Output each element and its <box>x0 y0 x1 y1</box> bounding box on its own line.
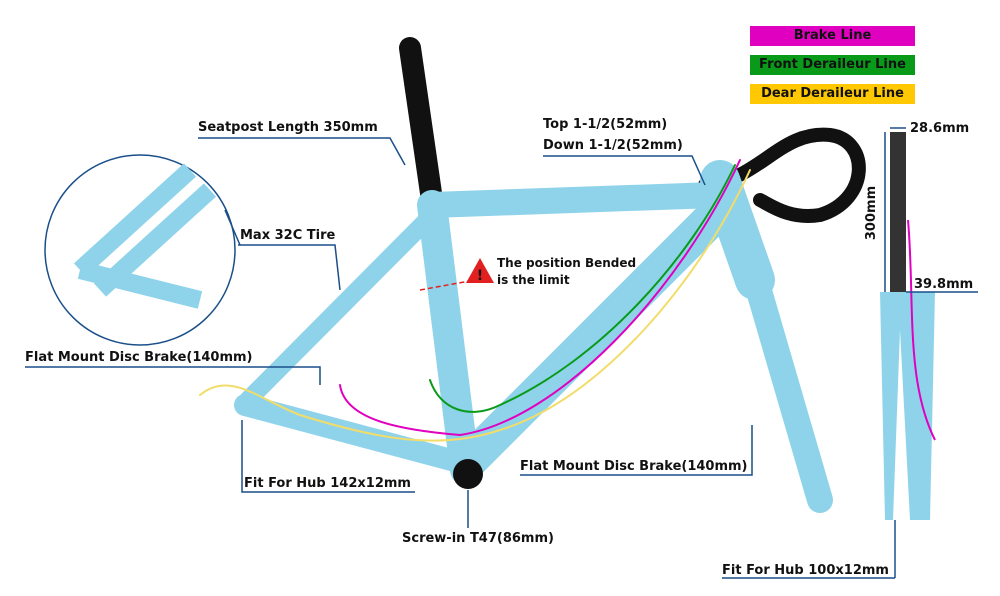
legend-brake-line: Brake Line <box>750 26 915 46</box>
tire-clearance-label: Max 32C Tire <box>240 228 336 243</box>
front-hub-label: Fit For Hub 100x12mm <box>722 563 889 578</box>
front-fork <box>737 247 833 513</box>
svg-text:!: ! <box>477 268 483 284</box>
legend-rear-derailleur-line: Dear Deraileur Line <box>750 84 915 104</box>
top-tube <box>419 182 728 218</box>
legend-front-derailleur-line: Front Deraileur Line <box>750 55 915 75</box>
headtube-down-label: Down 1-1/2(52mm) <box>543 138 683 153</box>
headtube-top-label: Top 1-1/2(52mm) <box>543 117 668 132</box>
warning-icon: ! <box>466 258 494 284</box>
steerer-length: 300mm <box>864 185 880 241</box>
seatstay <box>239 206 441 409</box>
bottom-bracket-label: Screw-in T47(86mm) <box>402 531 554 546</box>
rear-brake-label: Flat Mount Disc Brake(140mm) <box>25 350 253 365</box>
seat-tube <box>417 190 480 485</box>
steerer-top-diameter: 28.6mm <box>910 121 970 136</box>
fork-detail <box>722 127 978 579</box>
rear-detail-circle <box>44 154 241 346</box>
leader-lines <box>25 137 753 528</box>
warning-line2: is the limit <box>497 273 570 287</box>
seatpost-label: Seatpost Length 350mm <box>198 120 378 135</box>
warning-line1: The position Bended <box>497 256 637 270</box>
bottom-bracket <box>453 459 483 489</box>
front-brake-label: Flat Mount Disc Brake(140mm) <box>520 459 748 474</box>
seatpost <box>399 37 443 211</box>
bike-frame <box>199 37 866 513</box>
chainstay <box>234 394 481 476</box>
rear-hub-label: Fit For Hub 142x12mm <box>244 476 411 491</box>
steerer-bottom-diameter: 39.8mm <box>914 277 974 292</box>
down-tube <box>452 192 738 478</box>
handlebar <box>698 127 866 223</box>
